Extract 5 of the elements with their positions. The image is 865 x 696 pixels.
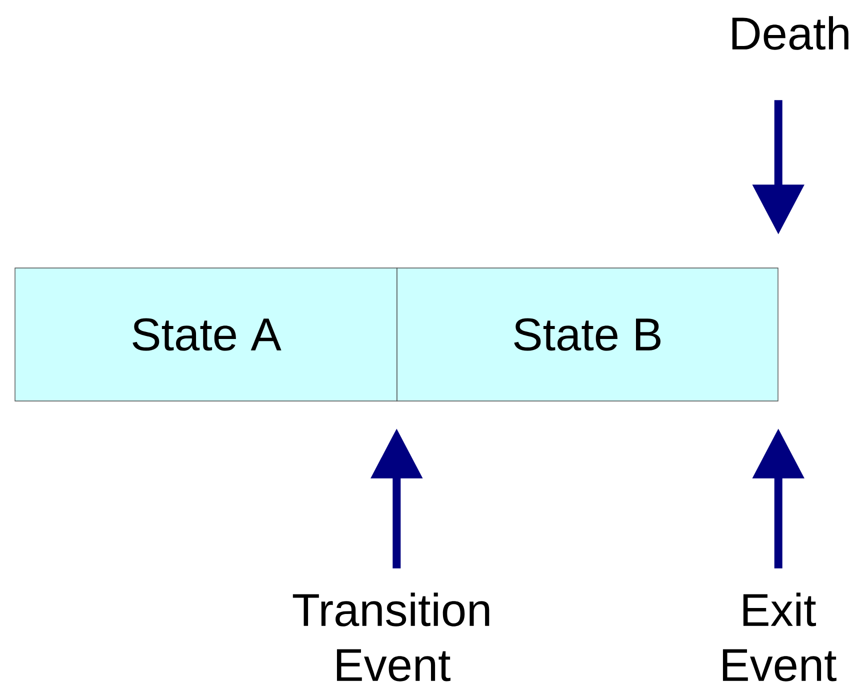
event-label: Death <box>732 16 848 50</box>
event-label: Exit Event <box>722 592 836 682</box>
state-box: State B <box>396 268 778 402</box>
event-label: Transition Event <box>292 592 490 682</box>
state-box: State A <box>14 268 398 402</box>
